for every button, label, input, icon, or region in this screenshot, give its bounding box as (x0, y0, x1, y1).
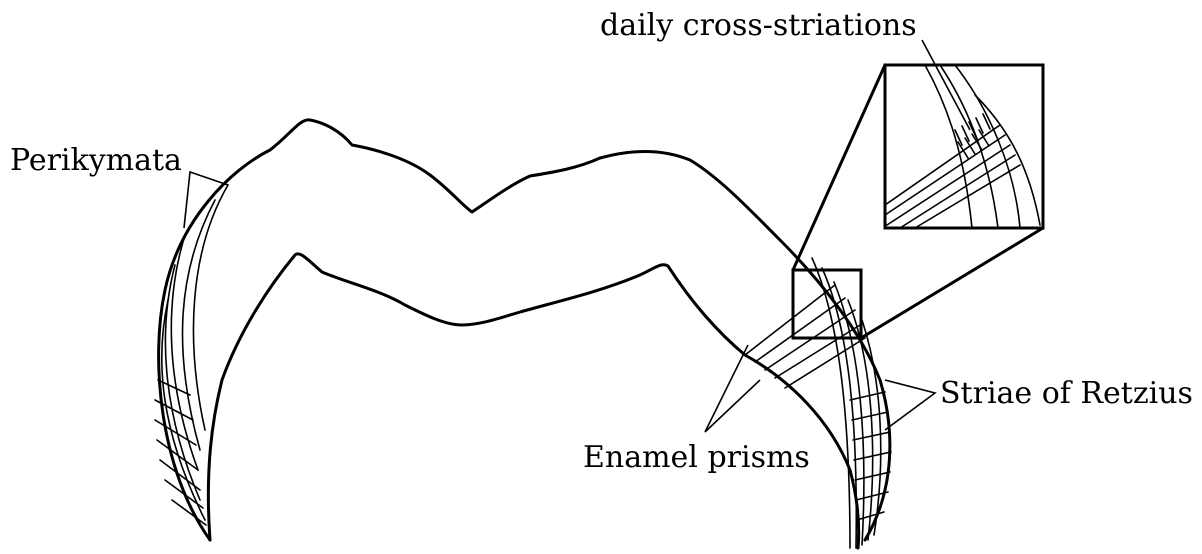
zoom-connector-lines (791, 63, 1045, 340)
magnification-box-small (791, 268, 863, 340)
enamel-prism-lines (744, 284, 866, 389)
outer-enamel-surface (157, 118, 892, 542)
leader-striae (884, 379, 937, 431)
dentine-enamel-junction (206, 252, 861, 550)
label-daily-cross-striations: daily cross-striations (600, 8, 917, 43)
leader-perikymata (183, 170, 229, 229)
label-striae-of-retzius: Striae of Retzius (940, 376, 1193, 411)
label-enamel-prisms: Enamel prisms (583, 440, 810, 475)
striae-of-retzius-lines (811, 257, 892, 549)
label-perikymata: Perikymata (10, 143, 182, 178)
leader-daily-cross-striations (921, 39, 971, 131)
magnified-inset (883, 63, 1045, 230)
leader-lines (183, 39, 971, 433)
leader-enamel-prisms (704, 344, 761, 433)
tooth-crown-outline (157, 118, 892, 550)
perikymata-lines (154, 184, 229, 526)
